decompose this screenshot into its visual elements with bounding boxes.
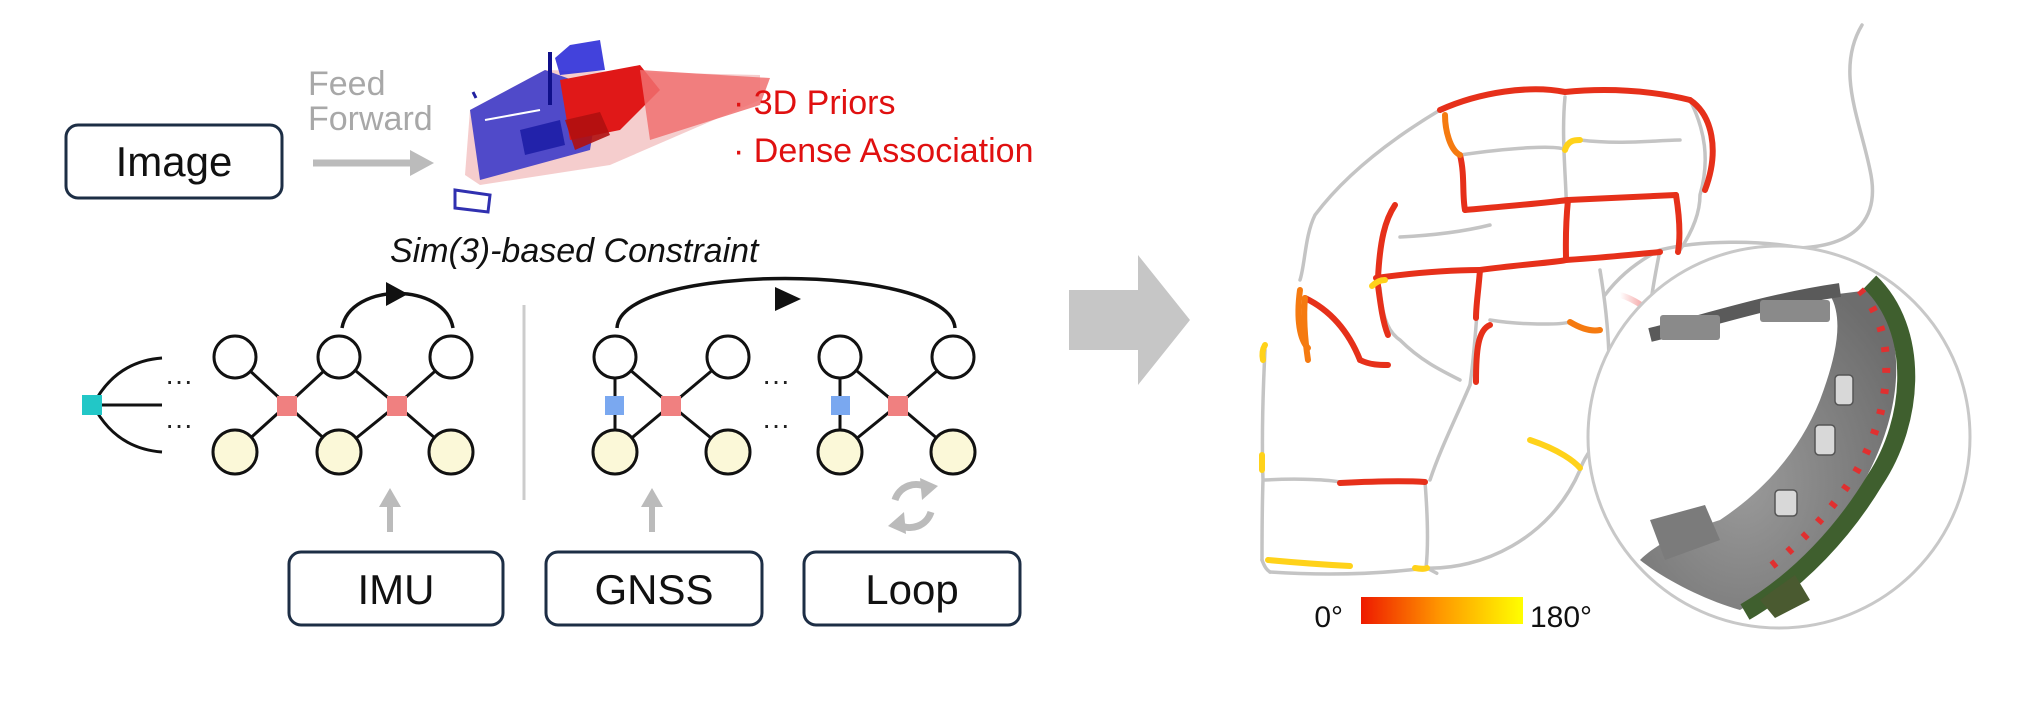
constraint-title: Sim(3)-based Constraint: [390, 232, 760, 270]
big-right-arrow: [1069, 255, 1190, 385]
state-node: [704, 428, 752, 476]
prior-factor-square: [82, 395, 102, 415]
imu-factor-square: [277, 396, 297, 416]
colorbar-gradient: [1361, 597, 1523, 624]
pose-node: [316, 334, 362, 380]
pose-node: [705, 334, 751, 380]
state-node: [816, 428, 864, 476]
pose-node: [428, 334, 474, 380]
state-node: [427, 428, 475, 476]
imu-up-arrow: [379, 488, 401, 532]
state-node: [211, 428, 259, 476]
gnss-factor-square: [831, 396, 850, 415]
pose-node: [930, 334, 976, 380]
pose-node: [817, 334, 863, 380]
gnss-label: GNSS: [594, 566, 713, 613]
imu-factor-square: [387, 396, 407, 416]
factor-graph-gnss-loop: ··· ···: [591, 276, 977, 476]
gnss-factor-square: [605, 396, 624, 415]
sim3-arc-right: [615, 276, 957, 329]
priors-item-dense: · Dense Association: [733, 132, 1034, 170]
ellipsis-right-bottom: ···: [762, 409, 790, 440]
state-node: [929, 428, 977, 476]
angle-colorbar: 0° 180°: [1314, 597, 1592, 634]
ellipsis-left-bottom: ···: [165, 409, 193, 440]
sim3-factor-square: [888, 396, 908, 416]
loop-label: Loop: [865, 566, 958, 613]
gnss-box: GNSS: [544, 550, 764, 627]
imu-box: IMU: [287, 550, 505, 627]
trajectory-map: [1259, 23, 1875, 576]
feed-forward-line2: Forward: [308, 100, 433, 138]
colorbar-max-label: 180°: [1530, 601, 1592, 634]
point-cloud-image: [453, 40, 770, 214]
zoomed-reconstruction-view: [1586, 244, 1972, 630]
ellipsis-right-top: ···: [762, 365, 790, 396]
pose-node: [212, 334, 258, 380]
colorbar-min-label: 0°: [1314, 601, 1343, 634]
arc-arrowhead: [386, 282, 408, 306]
sim3-factor-square: [661, 396, 681, 416]
loop-box: Loop: [802, 550, 1022, 627]
prior-factor-fan: [82, 356, 163, 454]
pose-node: [592, 334, 638, 380]
feed-forward-line1: Feed: [308, 65, 386, 103]
image-label: Image: [116, 138, 233, 185]
priors-item-3d: · 3D Priors: [733, 84, 895, 122]
image-input-box: Image: [64, 123, 284, 200]
imu-label: IMU: [358, 566, 435, 613]
gnss-up-arrow: [641, 488, 663, 532]
state-node: [591, 428, 639, 476]
feed-forward-arrow: [313, 150, 434, 176]
arc-arrowhead: [775, 287, 801, 311]
ellipsis-left-top: ···: [165, 365, 193, 396]
loop-refresh-icon: [888, 478, 938, 534]
state-node: [315, 428, 363, 476]
factor-graph-imu: ··· ···: [82, 282, 475, 476]
